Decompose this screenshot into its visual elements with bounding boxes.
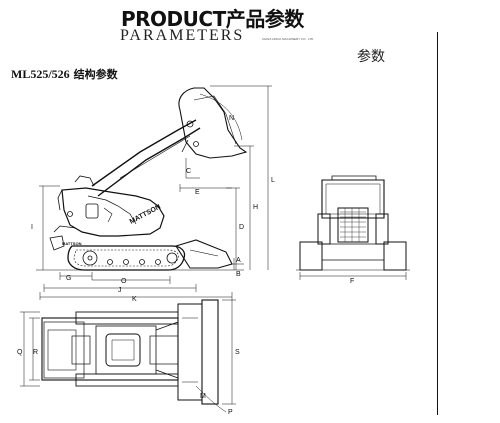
label-a: A xyxy=(236,257,241,264)
label-n: N xyxy=(229,115,234,122)
label-m: M xyxy=(200,393,206,400)
loader-arm xyxy=(74,87,248,197)
label-l: L xyxy=(271,177,275,184)
brand-label-small: MATTSON xyxy=(62,241,82,246)
page-title: PRODUCT产品参数 xyxy=(121,3,304,32)
machine-body xyxy=(49,187,165,251)
label-k: K xyxy=(132,296,137,303)
label-e: E xyxy=(195,189,200,196)
label-i: I xyxy=(31,224,33,231)
page-divider xyxy=(437,32,438,415)
label-j: J xyxy=(118,287,122,294)
page-subtitle: PARAMETERS xyxy=(120,27,245,44)
title-chinese: 产品参数 xyxy=(225,7,305,31)
label-h: H xyxy=(253,204,258,211)
label-c: C xyxy=(186,168,191,175)
label-d: D xyxy=(239,224,244,231)
top-view xyxy=(20,299,236,413)
brand-label-large: MATTSON xyxy=(129,204,162,226)
right-heading-fragment: 参数 xyxy=(357,49,385,65)
structure-params-label: 结构参数 xyxy=(73,68,118,81)
front-view xyxy=(296,175,410,280)
company-name: CHINA LIRGO MACHINERY CO., LTD xyxy=(262,37,314,41)
label-f: F xyxy=(350,278,354,285)
label-o: O xyxy=(121,278,127,285)
label-q: Q xyxy=(17,349,23,356)
title-english: PRODUCT xyxy=(121,7,226,31)
track xyxy=(67,245,186,271)
model-number: ML525/526 xyxy=(11,67,70,81)
label-g: G xyxy=(66,275,71,282)
label-p: P xyxy=(228,409,233,416)
label-r: R xyxy=(33,349,38,356)
dimension-labels: MATTSON MATTSON N C E L H D I G A B O J … xyxy=(17,115,354,416)
side-view xyxy=(36,85,272,300)
label-s: S xyxy=(235,349,240,356)
label-b: B xyxy=(236,271,241,278)
